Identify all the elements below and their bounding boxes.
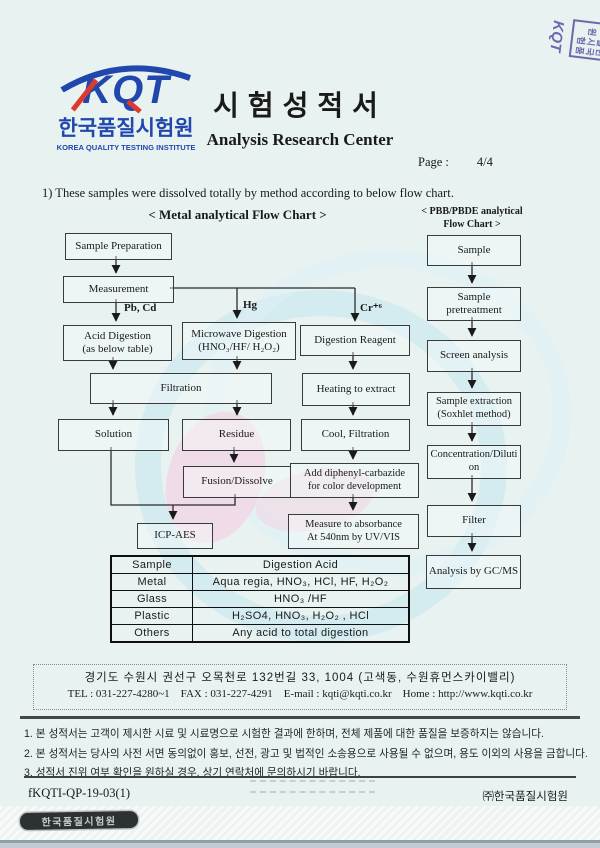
kqt-logo: KQT 한국품질시험원 KOREA QUALITY TESTING INSTIT… bbox=[48, 62, 204, 152]
digestion-acid-table: Sample Digestion Acid Metal Aqua regia, … bbox=[110, 555, 410, 643]
table-row: Plastic H₂SO4, HNO₃, H₂O₂ , HCl bbox=[110, 607, 410, 625]
bottom-edge-line bbox=[0, 840, 600, 843]
address-korean: 경기도 수원시 권선구 오목천로 132번길 33, 1004 (고색동, 수원… bbox=[84, 672, 516, 684]
company-name: ㈜한국품질시험원 bbox=[482, 791, 568, 803]
table-cell-others-label: Others bbox=[110, 624, 193, 643]
footer-note-2: 2. 본 성적서는 당사의 사전 서면 동의없이 홍보, 선전, 광고 및 법적… bbox=[24, 747, 588, 760]
document-code: fKQTI-QP-19-03(1) bbox=[28, 786, 131, 800]
table-header-digestion-acid: Digestion Acid bbox=[192, 555, 410, 574]
flow-box-microwave-digestion: Microwave Digestion (HNO₃/HF/ H₂O₂) bbox=[182, 322, 296, 360]
intro-text: 1) These samples were dissolved totally … bbox=[42, 186, 454, 200]
page-number-label: Page : bbox=[418, 155, 449, 169]
table-cell-plastic-acid: H₂SO4, HNO₃, H₂O₂ , HCl bbox=[192, 607, 410, 625]
flow-box-measure-absorbance: Measure to absorbance At 540nm by UV/VIS bbox=[288, 514, 419, 549]
table-header-row: Sample Digestion Acid bbox=[110, 555, 410, 574]
flow-box-cool-filtration: Cool, Filtration bbox=[301, 419, 410, 451]
contact-line: TEL : 031-227-4280~1 FAX : 031-227-4291 … bbox=[67, 688, 533, 700]
table-cell-plastic-label: Plastic bbox=[110, 607, 193, 625]
flow-box-icp-aes: ICP-AES bbox=[137, 523, 213, 549]
flow-box-pbb-sample: Sample bbox=[427, 235, 521, 266]
metal-chart-title: < Metal analytical Flow Chart > bbox=[148, 207, 327, 222]
security-stamp: 한국품질시험원 bbox=[19, 810, 139, 831]
page-number: Page : 4/4 bbox=[418, 155, 493, 170]
bottom-edge-shadow bbox=[0, 843, 600, 848]
address-box: 경기도 수원시 권선구 오목천로 132번길 33, 1004 (고색동, 수원… bbox=[33, 664, 567, 710]
pbb-chart-title-line2: Flow Chart > bbox=[443, 218, 501, 230]
table-cell-glass-acid: HNO₃ /HF bbox=[192, 590, 410, 608]
flow-box-filtration: Filtration bbox=[90, 373, 272, 404]
flow-box-pbb-screen: Screen analysis bbox=[427, 340, 521, 372]
flow-box-pbb-concentration: Concentration/Diluti on bbox=[427, 445, 521, 479]
flow-box-add-carbazide: Add diphenyl-carbazide for color develop… bbox=[290, 463, 419, 498]
table-cell-metal-label: Metal bbox=[110, 573, 193, 591]
kqt-corner-stamp: 한국품질시험원 KQT bbox=[527, 0, 600, 78]
bleed-through-marks bbox=[250, 780, 375, 802]
table-cell-metal-acid: Aqua regia, HNO₃, HCl, HF, H₂O₂ bbox=[192, 573, 410, 591]
flow-box-pbb-gcms: Analysis by GC/MS bbox=[426, 555, 521, 589]
flow-box-pbb-extraction: Sample extraction (Soxhlet method) bbox=[427, 392, 521, 426]
corner-stamp-kqt-letters: KQT bbox=[546, 19, 567, 53]
document-title-korean: 시험성적서 bbox=[213, 91, 387, 122]
table-cell-others-acid: Any acid to total digestion bbox=[192, 624, 410, 643]
corner-stamp-korean: 한국품질시험원 bbox=[568, 19, 600, 62]
page-number-value: 4/4 bbox=[476, 155, 493, 169]
flow-box-pbb-filter: Filter bbox=[427, 505, 521, 537]
flow-box-sample-preparation: Sample Preparation bbox=[65, 233, 172, 260]
logo-english-name: KOREA QUALITY TESTING INSTITUTE bbox=[56, 143, 196, 152]
document-title-english: Analysis Research Center bbox=[206, 130, 394, 149]
branch-label-cr6: Cr⁺⁶ bbox=[360, 302, 382, 314]
flow-box-measurement: Measurement bbox=[63, 276, 174, 303]
divider-line-1 bbox=[20, 716, 580, 719]
table-row: Metal Aqua regia, HNO₃, HCl, HF, H₂O₂ bbox=[110, 573, 410, 591]
logo-swoosh-icon bbox=[60, 65, 191, 92]
table-row: Glass HNO₃ /HF bbox=[110, 590, 410, 608]
flow-box-solution: Solution bbox=[58, 419, 169, 451]
branch-label-hg: Hg bbox=[243, 299, 258, 311]
flow-box-residue: Residue bbox=[182, 419, 291, 451]
flow-box-heating-to-extract: Heating to extract bbox=[302, 373, 410, 406]
document-title: 시험성적서 Analysis Research Center bbox=[178, 84, 422, 150]
flow-box-digestion-reagent: Digestion Reagent bbox=[300, 325, 410, 356]
flow-box-pbb-pretreatment: Sample pretreatment bbox=[427, 287, 521, 321]
table-row: Others Any acid to total digestion bbox=[110, 624, 410, 643]
logo-korean-name: 한국품질시험원 bbox=[58, 117, 194, 140]
table-cell-glass-label: Glass bbox=[110, 590, 193, 608]
security-strip: 한국품질시험원 bbox=[0, 806, 600, 840]
flow-box-fusion-dissolve: Fusion/Dissolve bbox=[183, 466, 291, 498]
footer-note-1: 1. 본 성적서는 고객이 제시한 시료 및 시료명으로 시험한 결과에 한하며… bbox=[24, 728, 544, 740]
table-header-sample: Sample bbox=[110, 555, 193, 574]
divider-line-2 bbox=[24, 776, 576, 778]
pbb-chart-title: < PBB/PBDE analytical Flow Chart > bbox=[410, 206, 534, 231]
branch-label-pb-cd: Pb, Cd bbox=[124, 302, 157, 314]
pbb-chart-title-line1: < PBB/PBDE analytical bbox=[421, 206, 523, 217]
logo-letters: KQT bbox=[82, 68, 170, 112]
flow-box-acid-digestion: Acid Digestion (as below table) bbox=[63, 325, 172, 361]
